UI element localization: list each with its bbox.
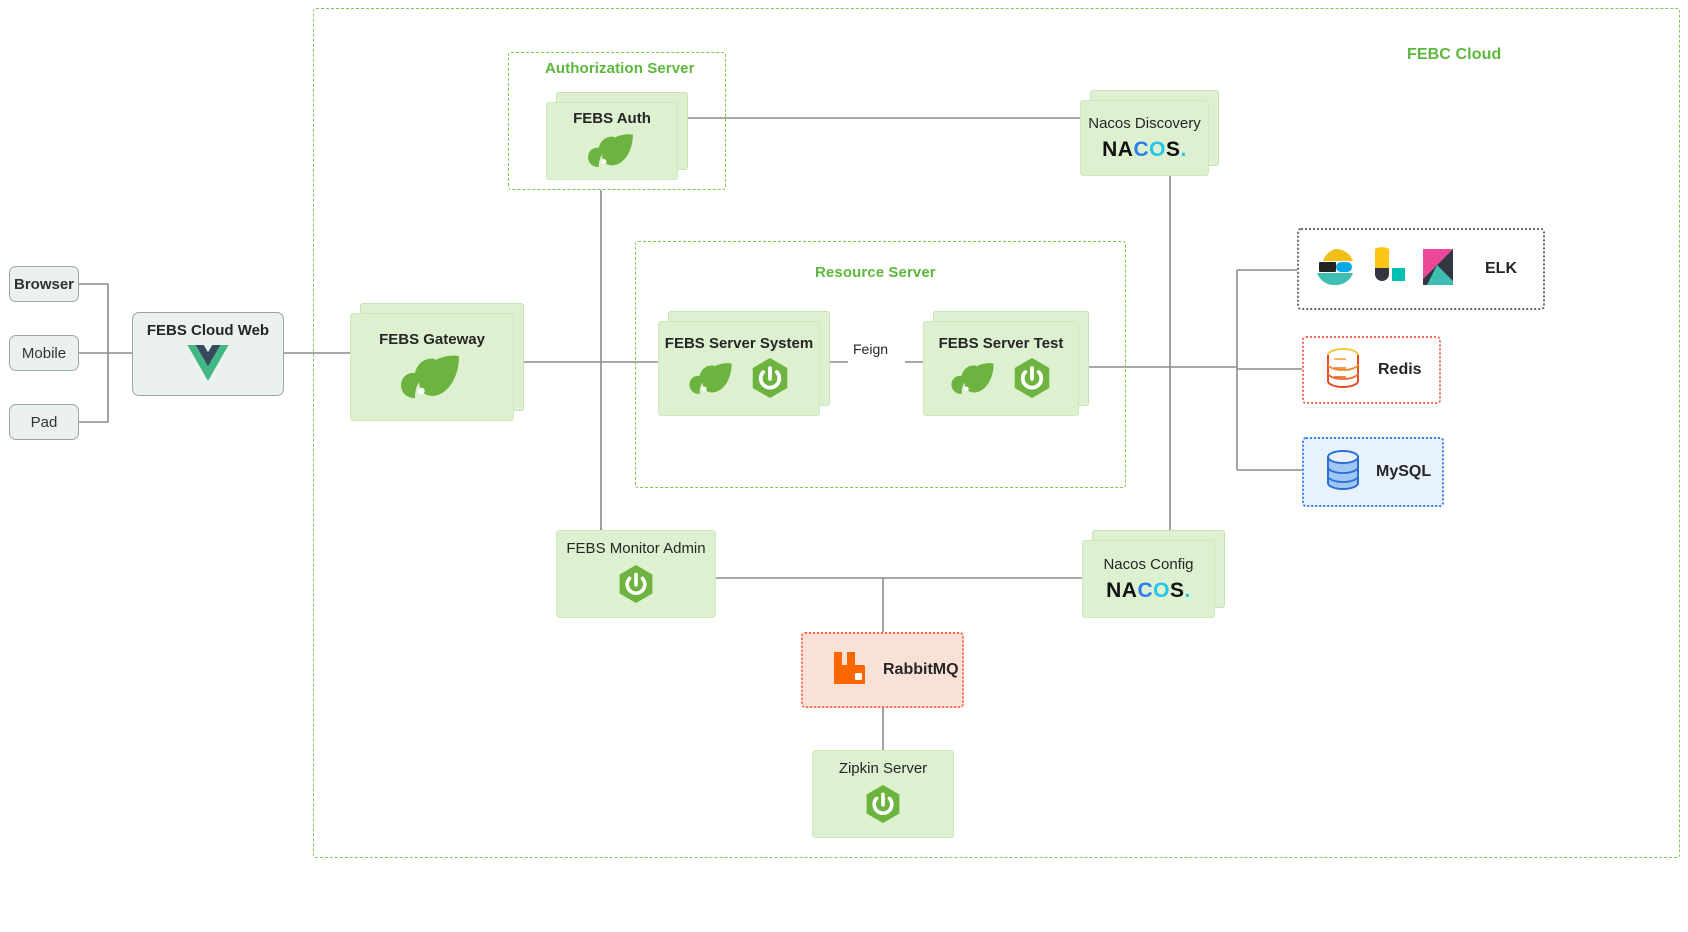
- febs-gateway-label: FEBS Gateway: [379, 331, 485, 348]
- febs-gateway-node[interactable]: FEBS Gateway: [350, 303, 524, 421]
- edge-label-feign: Feign: [848, 341, 894, 357]
- group-title-febc-cloud: FEBC Cloud: [1407, 46, 1502, 63]
- febs-auth-label: FEBS Auth: [573, 110, 651, 127]
- group-febc-cloud: [313, 8, 1680, 858]
- icon-row: [951, 357, 1051, 403]
- febs-monitor-admin-node[interactable]: FEBS Monitor Admin: [556, 530, 716, 618]
- client-mobile-label: Mobile: [21, 344, 67, 362]
- client-browser-label: Browser: [13, 275, 75, 293]
- febs-server-test-label: FEBS Server Test: [938, 334, 1064, 352]
- febs-server-test-node[interactable]: FEBS Server Test: [923, 311, 1089, 416]
- kibana-icon: [1419, 247, 1459, 292]
- zipkin-server-label: Zipkin Server: [838, 760, 928, 777]
- client-browser[interactable]: Browser: [9, 266, 79, 302]
- elasticsearch-icon: [1315, 247, 1355, 292]
- spring-cloud-icon: [401, 354, 463, 403]
- spring-boot-icon: [751, 357, 789, 403]
- redis-node[interactable]: Redis: [1302, 336, 1441, 404]
- spring-boot-icon: [618, 565, 654, 608]
- zipkin-server-node[interactable]: Zipkin Server: [812, 750, 954, 838]
- redis-cylinder-icon: [1324, 347, 1362, 394]
- elk-label: ELK: [1485, 260, 1517, 277]
- client-pad-label: Pad: [30, 413, 58, 431]
- nacos-logo: NACOS.: [1106, 578, 1191, 602]
- client-mobile[interactable]: Mobile: [9, 335, 79, 371]
- febs-monitor-admin-label: FEBS Monitor Admin: [566, 540, 706, 557]
- nacos-discovery-node[interactable]: Nacos Discovery NACOS.: [1080, 90, 1219, 176]
- client-pad[interactable]: Pad: [9, 404, 79, 440]
- mysql-node[interactable]: MySQL: [1302, 437, 1444, 507]
- nacos-discovery-label: Nacos Discovery: [1088, 114, 1201, 132]
- redis-label: Redis: [1378, 361, 1422, 378]
- elk-node[interactable]: ELK: [1297, 228, 1545, 310]
- group-title-resource-server: Resource Server: [815, 264, 936, 281]
- stack-front: Nacos Config NACOS.: [1082, 540, 1215, 618]
- febs-auth-node[interactable]: FEBS Auth: [546, 92, 688, 180]
- febs-server-system-node[interactable]: FEBS Server System: [658, 311, 830, 416]
- rabbitmq-icon: [831, 650, 867, 691]
- mysql-cylinder-icon: [1324, 448, 1362, 497]
- rabbitmq-node[interactable]: RabbitMQ: [801, 632, 964, 708]
- spring-cloud-icon: [689, 362, 735, 399]
- spring-cloud-icon: [587, 133, 637, 172]
- mysql-label: MySQL: [1376, 463, 1432, 480]
- logstash-icon: [1367, 246, 1407, 292]
- group-title-authorization-server: Authorization Server: [545, 60, 695, 77]
- spring-boot-icon: [1013, 357, 1051, 403]
- febs-cloud-web-node[interactable]: FEBS Cloud Web: [132, 312, 284, 396]
- febs-cloud-web-label: FEBS Cloud Web: [146, 322, 270, 339]
- febs-server-system-label: FEBS Server System: [664, 334, 814, 352]
- nacos-config-label: Nacos Config: [1103, 555, 1194, 573]
- stack-front: FEBS Gateway: [350, 313, 514, 421]
- rabbitmq-label: RabbitMQ: [883, 661, 959, 678]
- icon-row: [689, 357, 789, 403]
- spring-boot-icon: [865, 785, 901, 828]
- stack-front: FEBS Server System: [658, 321, 820, 416]
- vue-icon: [187, 345, 229, 386]
- group-authorization-server: [508, 52, 726, 190]
- spring-cloud-icon: [951, 362, 997, 399]
- stack-front: FEBS Server Test: [923, 321, 1079, 416]
- group-resource-server: [635, 241, 1126, 488]
- nacos-logo: NACOS.: [1102, 137, 1187, 161]
- stack-front: Nacos Discovery NACOS.: [1080, 100, 1209, 176]
- nacos-config-node[interactable]: Nacos Config NACOS.: [1082, 530, 1225, 618]
- stack-front: FEBS Auth: [546, 102, 678, 180]
